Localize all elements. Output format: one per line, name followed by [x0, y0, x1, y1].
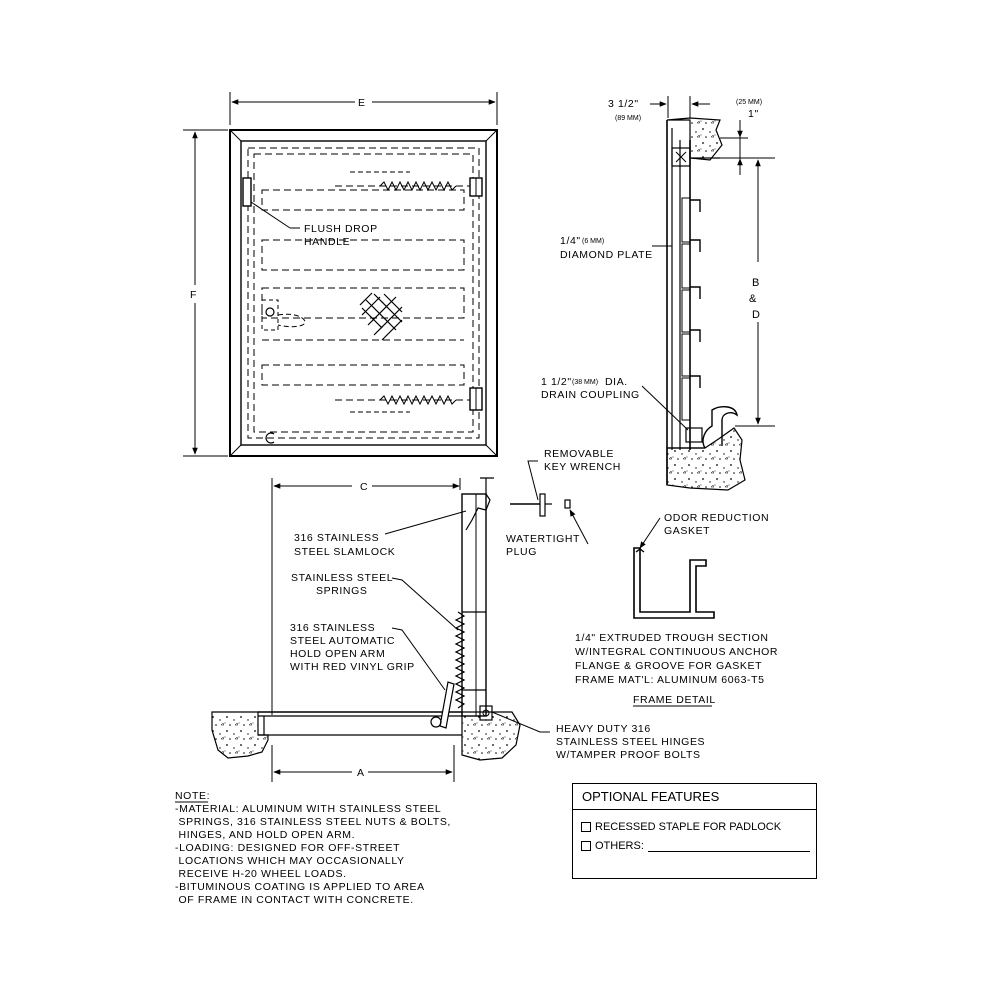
- option-others-label: OTHERS:: [595, 840, 644, 852]
- callout-trough-2: W/INTEGRAL CONTINUOUS ANCHOR: [575, 646, 778, 658]
- optional-features-box: OPTIONAL FEATURES RECESSED STAPLE FOR PA…: [572, 783, 817, 879]
- callout-hinges-3: W/TAMPER PROOF BOLTS: [556, 749, 701, 761]
- callout-gasket-1: ODOR REDUCTION: [664, 512, 769, 524]
- note-line: -BITUMINOUS COATING IS APPLIED TO AREA: [175, 881, 425, 893]
- dim-label-c: C: [360, 481, 368, 493]
- dim-label-one-inch: 1": [748, 108, 759, 120]
- callout-gasket-2: GASKET: [664, 525, 710, 537]
- note-line: LOCATIONS WHICH MAY OCCASIONALLY: [175, 855, 405, 867]
- callout-hold-open-3: HOLD OPEN ARM: [290, 648, 385, 660]
- frame-detail-profile: [633, 517, 715, 619]
- checkbox-others[interactable]: [581, 841, 591, 851]
- checkbox-recessed-staple[interactable]: [581, 822, 591, 832]
- callout-hold-open-2: STEEL AUTOMATIC: [290, 635, 395, 647]
- callout-drain-mm: (38 MM): [572, 379, 598, 386]
- note-line: HINGES, AND HOLD OPEN ARM.: [175, 829, 355, 841]
- callout-diamond-plate-mm: (6 MM): [582, 238, 604, 245]
- callout-trough-3: FLANGE & GROOVE FOR GASKET: [575, 660, 762, 672]
- callout-flush-drop-handle-1: FLUSH DROP: [304, 223, 378, 235]
- plan-view: [183, 92, 498, 457]
- callout-drain-coupling: DRAIN COUPLING: [541, 389, 640, 401]
- note-line: RECEIVE H-20 WHEEL LOADS.: [175, 868, 347, 880]
- callout-springs-2: SPRINGS: [316, 585, 367, 597]
- note-line: OF FRAME IN CONTACT WITH CONCRETE.: [175, 894, 414, 906]
- dim-label-89mm: (89 MM): [615, 115, 641, 122]
- elevation-view: [211, 460, 589, 782]
- frame-section-view: [641, 96, 775, 491]
- dim-label-d: D: [752, 309, 761, 321]
- dim-label-a: A: [357, 767, 365, 779]
- callout-slamlock-2: STEEL SLAMLOCK: [294, 546, 395, 558]
- callout-drain-dia: DIA.: [605, 376, 628, 388]
- callout-hinges-1: HEAVY DUTY 316: [556, 723, 651, 735]
- dim-label-three-half: 3 1/2": [608, 98, 639, 110]
- callout-hold-open-1: 316 STAINLESS: [290, 622, 375, 634]
- callout-springs-1: STAINLESS STEEL: [291, 572, 393, 584]
- callout-hold-open-4: WITH RED VINYL GRIP: [290, 661, 415, 673]
- notes-heading: NOTE:: [175, 790, 210, 802]
- callout-flush-drop-handle-2: HANDLE: [304, 236, 350, 248]
- callout-drain-size: 1 1/2": [541, 376, 572, 388]
- note-line: SPRINGS, 316 STAINLESS STEEL NUTS & BOLT…: [175, 816, 451, 828]
- dim-label-amp: &: [749, 293, 757, 305]
- callout-watertight-1: WATERTIGHT: [506, 533, 580, 545]
- callout-key-wrench-1: REMOVABLE: [544, 448, 614, 460]
- optional-features-title: OPTIONAL FEATURES: [573, 784, 816, 810]
- option-recessed-staple[interactable]: RECESSED STAPLE FOR PADLOCK: [581, 821, 781, 833]
- frame-detail-title: FRAME DETAIL: [633, 694, 716, 706]
- note-line: -LOADING: DESIGNED FOR OFF-STREET: [175, 842, 400, 854]
- callout-diamond-plate-size: 1/4": [560, 235, 581, 247]
- dim-label-f: F: [190, 289, 197, 301]
- others-fill-in-line[interactable]: [647, 841, 810, 852]
- callout-key-wrench-2: KEY WRENCH: [544, 461, 621, 473]
- dim-label-b: B: [752, 277, 760, 289]
- dim-label-e: E: [358, 97, 366, 109]
- callout-trough-4: FRAME MAT'L: ALUMINUM 6063-T5: [575, 674, 765, 686]
- diamond-plate-hatch: [359, 292, 403, 341]
- note-line: -MATERIAL: ALUMINUM WITH STAINLESS STEEL: [175, 803, 441, 815]
- callout-diamond-plate-label: DIAMOND PLATE: [560, 249, 653, 261]
- callout-hinges-2: STAINLESS STEEL HINGES: [556, 736, 705, 748]
- callout-slamlock-1: 316 STAINLESS: [294, 532, 379, 544]
- option-recessed-staple-label: RECESSED STAPLE FOR PADLOCK: [595, 821, 782, 833]
- callout-watertight-2: PLUG: [506, 546, 537, 558]
- dim-label-25mm: (25 MM): [736, 99, 762, 106]
- option-others[interactable]: OTHERS:: [581, 840, 810, 852]
- callout-trough-1: 1/4" EXTRUDED TROUGH SECTION: [575, 632, 769, 644]
